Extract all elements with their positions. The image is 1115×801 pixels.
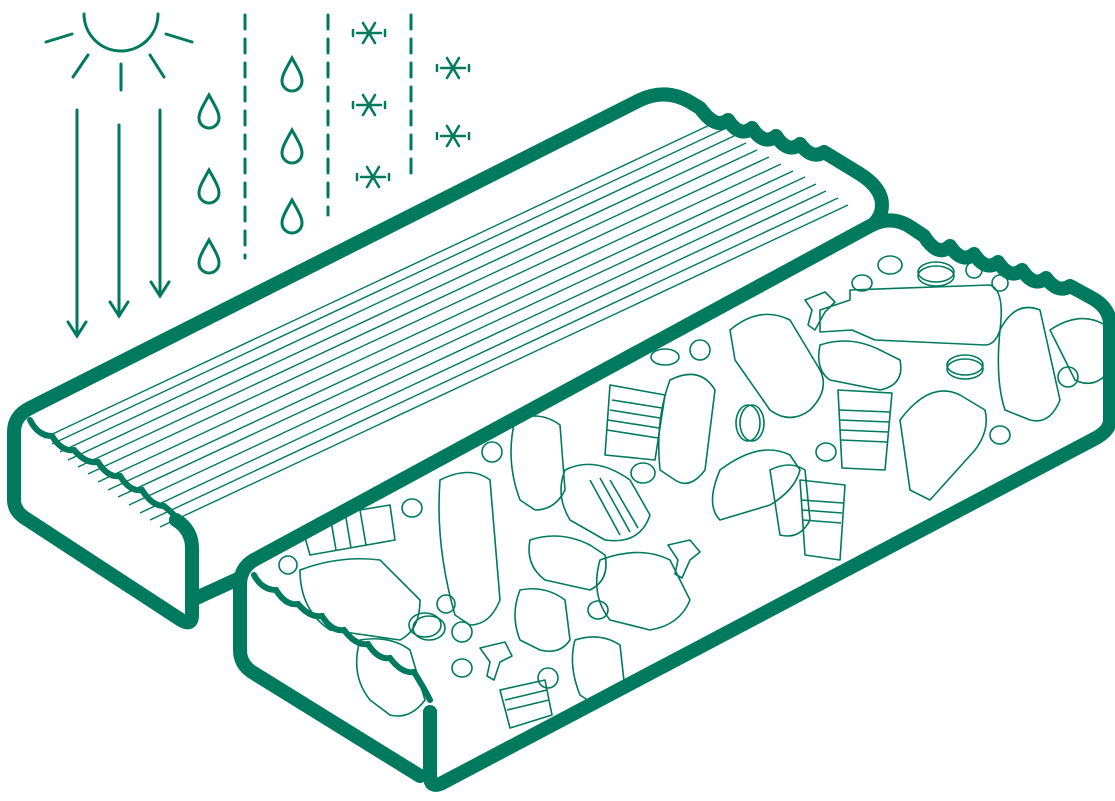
down-arrow-icon (68, 110, 169, 336)
sun-icon (46, 14, 192, 90)
raindrop-icon (199, 58, 302, 273)
